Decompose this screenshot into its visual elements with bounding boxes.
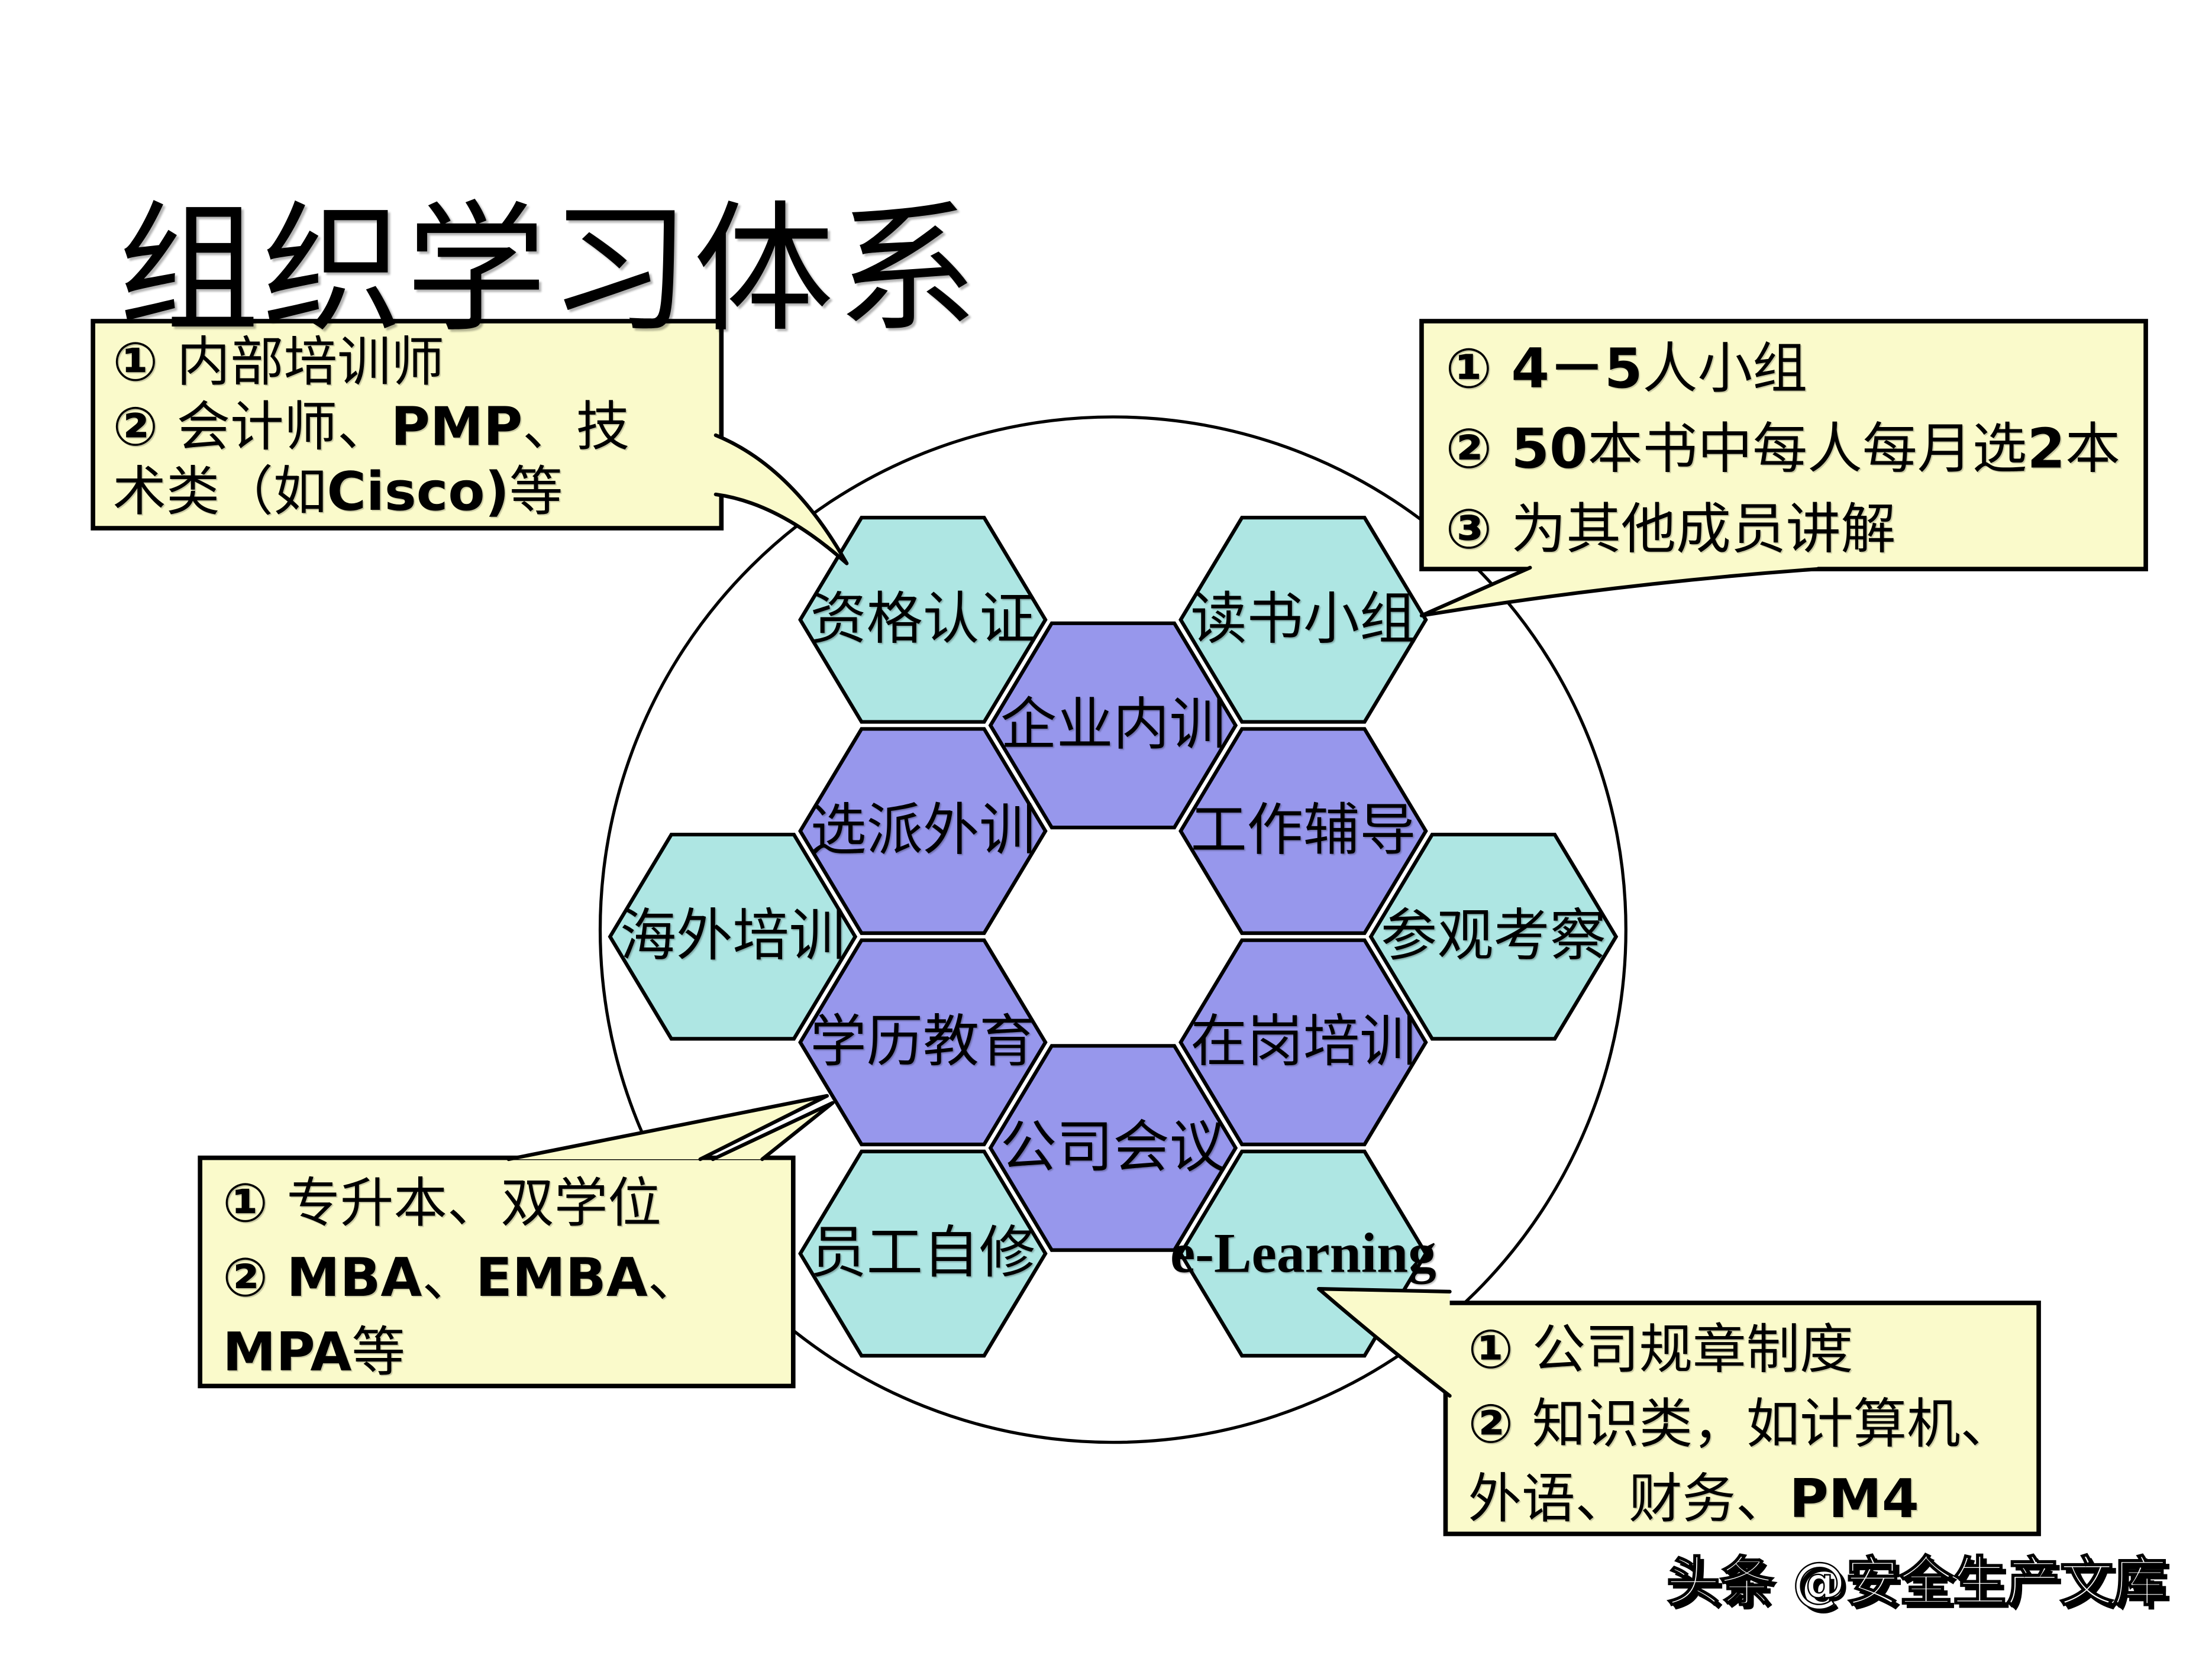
hexagon-label-overseas-training: 海外培训 (620, 905, 845, 968)
callout-line-bottom_left-3: MPA等 (222, 1321, 405, 1383)
callout-line-top_right-1: ① 4－5人小组 (1445, 337, 1807, 400)
callout-bottom-right-box (1443, 1301, 2041, 1537)
hexagon-overseas-training (608, 832, 858, 1041)
page-title: 组织学习体系 (118, 193, 980, 349)
callout-line-top_right-2: ② 50本书中每人每月选2本 (1445, 417, 2120, 481)
callout-top-left-tail (715, 435, 847, 564)
callout-line-top_left-3: 术类（如Cisco)等 (113, 461, 563, 523)
callout-top-right-tail (1421, 566, 1818, 616)
callout-top-left-box (91, 319, 724, 531)
hexagon-label-self-study: 员工自修 (810, 1222, 1035, 1285)
hexagon-work-coaching (1178, 727, 1428, 935)
callout-top-right: ① 4－5人小组 ② 50本书中每人每月选2本 ③ 为其他成员讲解 (1419, 319, 2148, 617)
hexagon-label-work-coaching: 工作辅导 (1190, 799, 1416, 862)
callout-bottom-left: ① 专升本、双学位 ② MBA、EMBA、 MPA等 (198, 1094, 835, 1389)
callout-line-top_right-3: ③ 为其他成员讲解 (1445, 497, 1895, 561)
watermark: 头条 @安全生产文库 (1667, 1551, 2167, 1613)
callout-line-bottom_left-2: ② MBA、EMBA、 (222, 1247, 701, 1309)
callout-bottom-left-tail2-outline (711, 1101, 835, 1162)
hexagon-external-training (798, 727, 1048, 935)
callout-bottom-right: ① 公司规章制度 ② 知识类，如计算机、外语、财务、PM4 (1317, 1287, 2041, 1537)
hexagon-internal-training (988, 621, 1238, 830)
callout-line-bottom_right-1: ① 公司规章制度 (1468, 1318, 1853, 1380)
hexagon-label-site-visit: 参观考察 (1381, 905, 1606, 968)
callout-bottom-left-tail-outline (506, 1094, 829, 1162)
hexagon-on-job-training (1178, 938, 1428, 1147)
hexagon-self-study (798, 1149, 1048, 1358)
hexagon-label-degree-education: 学历教育 (810, 1010, 1035, 1073)
hexagon-label-company-meeting: 公司会议 (1000, 1116, 1226, 1179)
callout-line-bottom_left-1: ① 专升本、双学位 (222, 1172, 661, 1234)
hexagon-site-visit (1368, 832, 1619, 1041)
callout-top-left-tail-outline (713, 433, 849, 565)
learning-system-circle (598, 415, 1627, 1444)
hexagon-label-e-learning: e-Learning (1170, 1222, 1436, 1285)
hexagon-label-internal-training: 企业内训 (1000, 693, 1226, 756)
watermark-shadow: 头条 @安全生产文库 (1671, 1555, 2171, 1618)
callout-bottom-right-tail-outline (1317, 1287, 1452, 1398)
callout-line-top_left-1: ① 内部培训师 (113, 331, 445, 393)
hexagon-certification (798, 516, 1048, 724)
callout-bottom-left-box (198, 1155, 796, 1389)
hexagon-degree-education (798, 938, 1048, 1147)
hexagon-label-reading-group: 读书小组 (1190, 588, 1416, 651)
hexagon-reading-group (1178, 516, 1428, 724)
callout-line-top_left-2: ② 会计师、PMP、技 (113, 396, 630, 458)
hexagon-label-certification: 资格认证 (810, 588, 1035, 651)
hexagon-label-external-training: 选派外训 (810, 799, 1035, 862)
hexagon-company-meeting (988, 1044, 1238, 1252)
callout-top-right-box (1419, 319, 2148, 571)
callout-line-bottom_right-3: 外语、财务、PM4 (1468, 1468, 1919, 1530)
callout-top-right-tail-outline (1419, 565, 1820, 617)
hexagon-label-on-job-training: 在岗培训 (1190, 1010, 1416, 1073)
callout-line-bottom_right-2: ② 知识类，如计算机、 (1468, 1393, 2014, 1456)
